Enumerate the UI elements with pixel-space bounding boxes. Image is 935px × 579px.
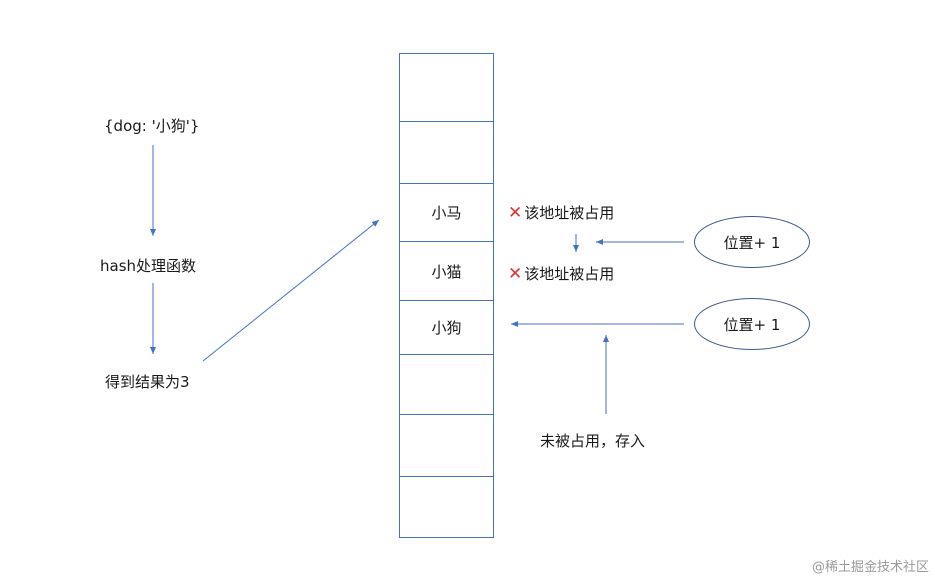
table-slot-1 (399, 122, 494, 184)
watermark: @稀土掘金技术社区 (811, 560, 929, 575)
occupied-note-1: ✕该地址被占用 (508, 203, 614, 223)
table-slot-4: 小狗 (399, 301, 494, 355)
table-slot-3: 小猫 (399, 242, 494, 301)
cross-icon: ✕ (508, 203, 523, 223)
occupied-note-2-text: 该地址被占用 (524, 265, 615, 283)
table-slot-5 (399, 355, 494, 415)
occupied-note-2: ✕该地址被占用 (508, 264, 614, 284)
arrow-result-to-table (202, 219, 380, 362)
table-slot-7 (399, 477, 494, 538)
input-object-label: {dog: '小狗'} (104, 117, 200, 135)
table-slot-6 (399, 415, 494, 477)
bubble-b-label: 位置+ 1 (723, 315, 781, 334)
hash-result-label: 得到结果为3 (105, 373, 190, 391)
position-plus-one-bubble-b: 位置+ 1 (694, 298, 810, 350)
occupied-note-1-text: 该地址被占用 (524, 204, 615, 222)
table-slot-0 (399, 53, 494, 122)
position-plus-one-bubble-a: 位置+ 1 (694, 216, 810, 268)
cross-icon: ✕ (508, 264, 523, 284)
not-occupied-note: 未被占用，存入 (540, 432, 646, 450)
bubble-a-label: 位置+ 1 (723, 233, 781, 252)
table-slot-2: 小马 (399, 184, 494, 242)
hash-function-label: hash处理函数 (100, 257, 197, 275)
